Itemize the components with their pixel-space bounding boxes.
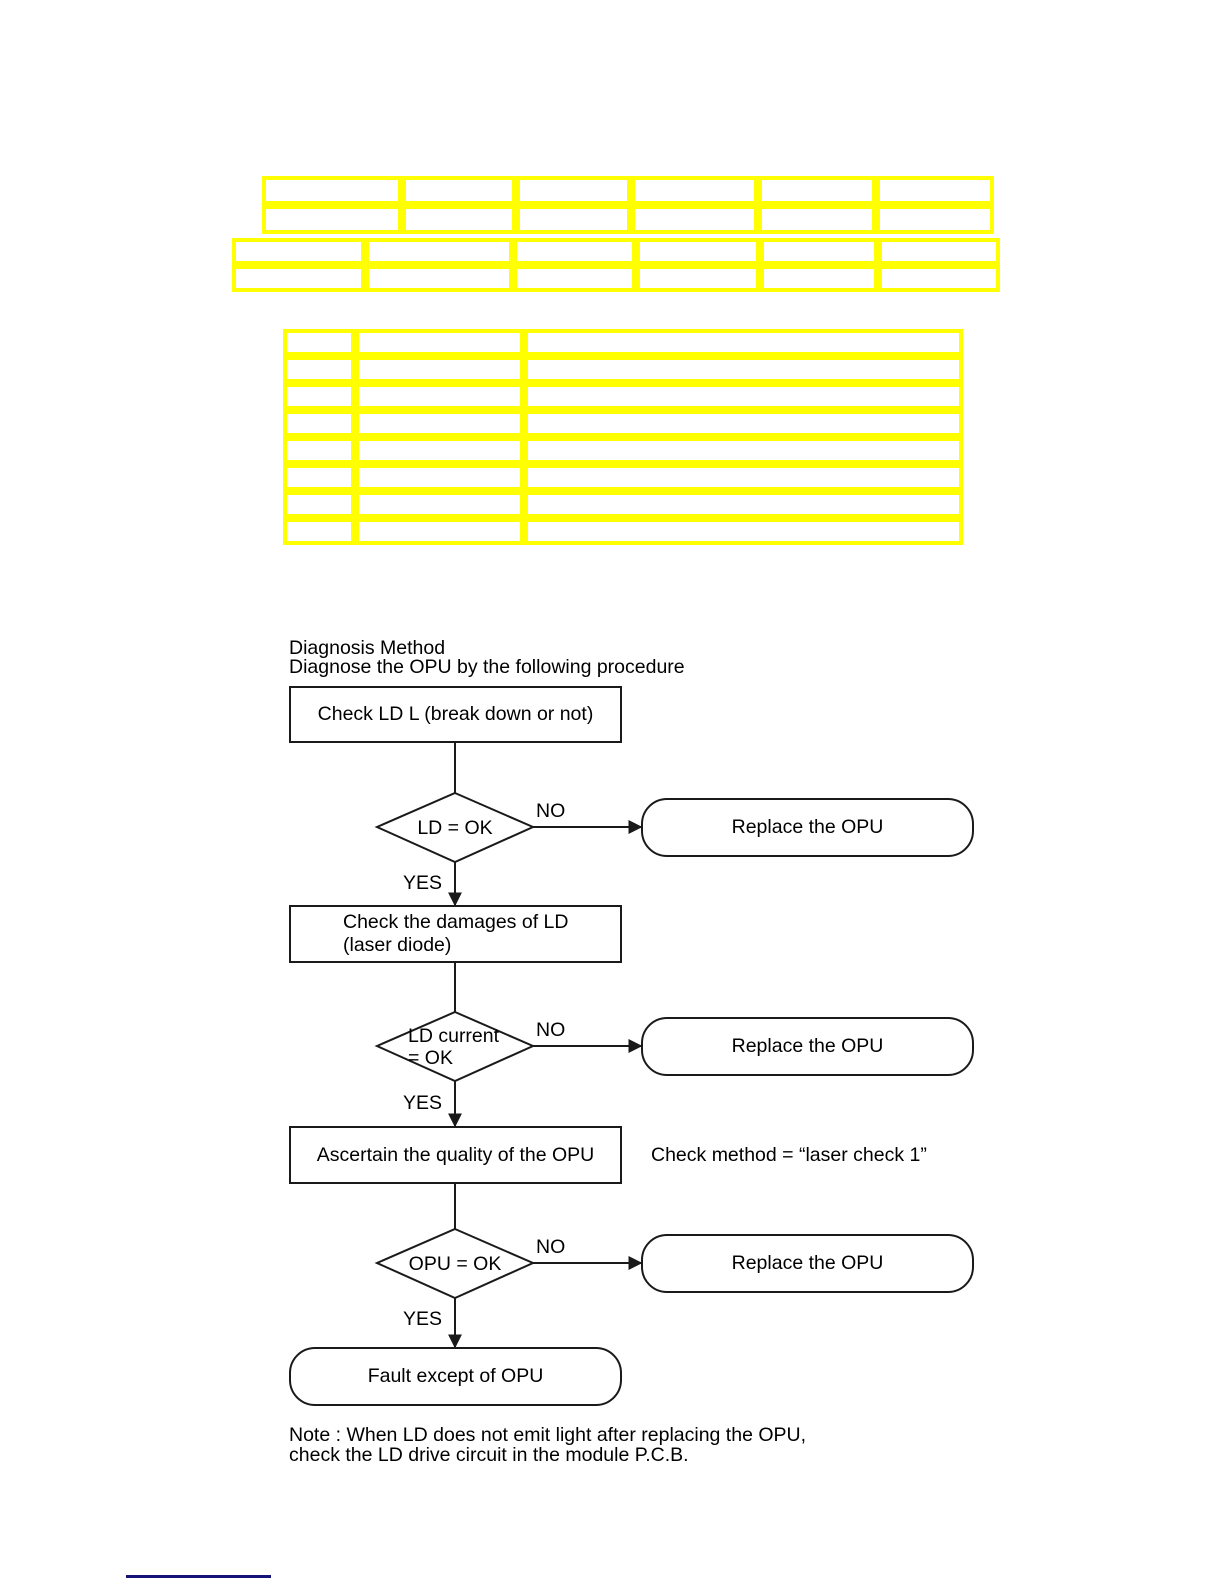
table-row <box>283 410 963 437</box>
table-cell <box>513 265 636 292</box>
table-cell <box>262 205 402 234</box>
node-replace-opu-2: Replace the OPU <box>641 1017 974 1076</box>
table-row <box>283 491 963 518</box>
table-cell <box>232 265 365 292</box>
node-check-damages-label: Check the damages of LD (laser diode) <box>343 911 569 956</box>
upper-specification-table-part-b <box>232 238 1000 292</box>
decision-opu-ok-label: OPU = OK <box>408 1252 502 1275</box>
table-cell <box>878 265 1000 292</box>
table-cell <box>355 491 524 518</box>
table-cell <box>524 491 963 518</box>
table-cell <box>758 176 876 205</box>
lower-specification-table <box>283 329 963 545</box>
table-cell <box>516 205 631 234</box>
table-cell <box>365 238 513 265</box>
table-cell <box>760 265 878 292</box>
diagnosis-method-subheading: Diagnose the OPU by the following proced… <box>289 656 685 678</box>
table-cell <box>232 238 365 265</box>
table-cell <box>283 410 355 437</box>
table-cell <box>283 464 355 491</box>
branch-no-2: NO <box>536 1019 566 1041</box>
footer-rule <box>126 1575 271 1578</box>
table-cell <box>636 265 760 292</box>
table-row <box>283 329 963 356</box>
table-cell <box>355 356 524 383</box>
table-row <box>232 238 1000 265</box>
table-cell <box>524 464 963 491</box>
table-cell <box>283 491 355 518</box>
branch-yes-1: YES <box>403 872 443 894</box>
branch-no-1: NO <box>536 800 566 822</box>
table-row <box>262 176 994 205</box>
node-fault-except-opu: Fault except of OPU <box>289 1347 622 1406</box>
node-replace-opu-1: Replace the OPU <box>641 798 974 857</box>
node-ascertain-quality: Ascertain the quality of the OPU <box>289 1126 622 1184</box>
table-cell <box>283 329 355 356</box>
table-cell <box>636 238 760 265</box>
table-cell <box>513 238 636 265</box>
table-cell <box>524 518 963 545</box>
table-cell <box>283 437 355 464</box>
table-cell <box>631 205 758 234</box>
upper-specification-table-part-a <box>262 176 994 234</box>
table-cell <box>355 383 524 410</box>
table-cell <box>365 265 513 292</box>
node-replace-opu-3: Replace the OPU <box>641 1234 974 1293</box>
table-cell <box>283 356 355 383</box>
table-cell <box>524 437 963 464</box>
branch-no-3: NO <box>536 1236 566 1258</box>
check-method-annotation: Check method = “laser check 1” <box>651 1144 927 1166</box>
decision-ld-ok: LD = OK <box>377 793 533 862</box>
table-cell <box>524 410 963 437</box>
table-cell <box>758 205 876 234</box>
branch-yes-3: YES <box>403 1308 443 1330</box>
table-row <box>283 518 963 545</box>
table-cell <box>402 205 516 234</box>
table-cell <box>760 238 878 265</box>
table-cell <box>355 437 524 464</box>
diagnosis-method-heading: Diagnosis Method <box>289 637 446 659</box>
note-line-2: check the LD drive circuit in the module… <box>289 1444 689 1466</box>
table-cell <box>402 176 516 205</box>
decision-ld-current-ok-label: LD current = OK <box>408 1024 500 1069</box>
table-row <box>283 356 963 383</box>
table-row <box>283 464 963 491</box>
table-row <box>232 265 1000 292</box>
decision-ld-current-ok: LD current = OK <box>377 1012 533 1081</box>
note-line-1: Note : When LD does not emit light after… <box>289 1424 807 1446</box>
table-cell <box>878 238 1000 265</box>
table-cell <box>631 176 758 205</box>
table-cell <box>876 205 994 234</box>
table-cell <box>524 329 963 356</box>
node-check-damages: Check the damages of LD (laser diode) <box>289 905 622 963</box>
table-cell <box>524 383 963 410</box>
node-check-ld: Check LD L (break down or not) <box>289 686 622 743</box>
table-cell <box>516 176 631 205</box>
table-cell <box>355 329 524 356</box>
table-row <box>283 437 963 464</box>
table-cell <box>355 410 524 437</box>
table-row <box>283 383 963 410</box>
table-cell <box>524 356 963 383</box>
table-cell <box>355 464 524 491</box>
table-row <box>262 205 994 234</box>
table-cell <box>876 176 994 205</box>
table-cell <box>283 518 355 545</box>
table-cell <box>355 518 524 545</box>
table-cell <box>262 176 402 205</box>
branch-yes-2: YES <box>403 1092 443 1114</box>
decision-ld-ok-label: LD = OK <box>417 816 493 839</box>
table-cell <box>283 383 355 410</box>
decision-opu-ok: OPU = OK <box>377 1229 533 1298</box>
